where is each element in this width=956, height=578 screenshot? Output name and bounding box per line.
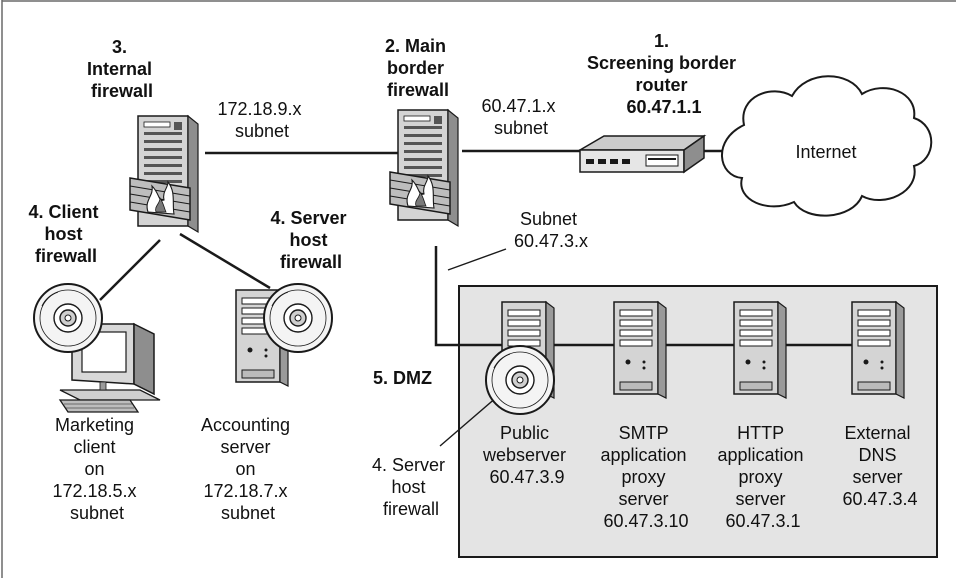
label-marketing-client: Marketing client on 172.18.5.x subnet: [52, 415, 141, 523]
main-firewall-icon: [389, 109, 459, 227]
label-http-proxy: HTTP application proxy server 60.47.3.1: [717, 423, 808, 531]
dmz-server-host-firewall-icon: [485, 345, 555, 415]
label-screening-router: 1. Screening border router 60.47.1.1: [587, 31, 741, 117]
subnet-pointer: [447, 248, 507, 271]
label-subnet-60-47-1: 60.47.1.x subnet: [481, 96, 560, 138]
label-public-webserver: Public webserver 60.47.3.9: [482, 423, 571, 487]
label-internal-firewall: 3. Internal firewall: [87, 37, 157, 101]
router-icon: [577, 134, 707, 174]
label-external-dns: External DNS server 60.47.3.4: [842, 423, 917, 509]
smtp-server-icon: [613, 301, 667, 399]
internal-firewall-icon: [129, 115, 199, 233]
link-internal-to-client: [99, 239, 161, 301]
label-server-host-firewall: 4. Server host firewall: [270, 208, 351, 272]
label-subnet-60-47-3: Subnet 60.47.3.x: [514, 209, 588, 251]
label-accounting-server: Accounting server on 172.18.7.x subnet: [201, 415, 295, 523]
label-subnet-172-18-9: 172.18.9.x subnet: [217, 99, 306, 141]
label-dmz-server-host-firewall: 4. Server host firewall: [372, 455, 450, 519]
server-host-firewall-icon: [263, 283, 333, 353]
label-client-host-firewall: 4. Client host firewall: [28, 202, 103, 266]
link-internal-to-accounting: [179, 232, 271, 290]
client-host-firewall-icon: [33, 283, 103, 353]
label-dmz: 5. DMZ: [373, 368, 432, 388]
dns-server-icon: [851, 301, 905, 399]
internet-cloud: [721, 75, 933, 217]
http-server-icon: [733, 301, 787, 399]
label-smtp-proxy: SMTP application proxy server 60.47.3.10: [600, 423, 691, 531]
label-main-border-firewall: 2. Main border firewall: [385, 36, 451, 100]
label-internet: Internet: [795, 142, 856, 162]
